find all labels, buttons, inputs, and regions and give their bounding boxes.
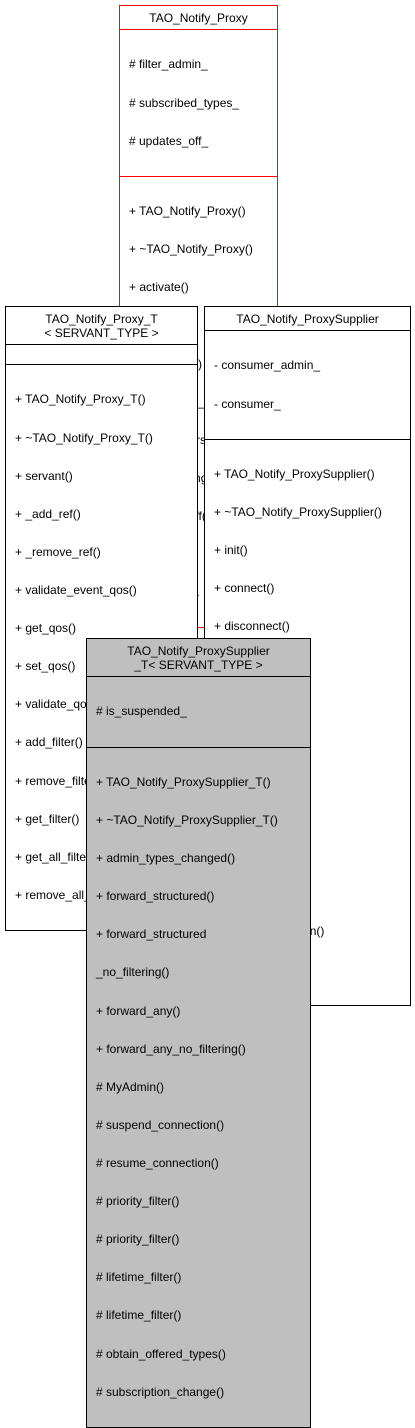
method: + admin_types_changed() (96, 851, 236, 866)
method: # lifetime_filter() (96, 1270, 182, 1285)
class-name: TAO_Notify_Proxy_T (45, 312, 158, 326)
method-continuation: _no_filtering() (96, 965, 170, 980)
method: + TAO_Notify_ProxySupplier() (214, 467, 375, 482)
method: # resume_connection() (96, 1156, 219, 1171)
class-name: TAO_Notify_ProxySupplier (236, 312, 379, 326)
method: + connect() (214, 581, 275, 596)
class-name: TAO_Notify_Proxy (149, 11, 248, 25)
attributes-section: # is_suspended_ (87, 677, 310, 748)
attribute: # updates_off_ (129, 133, 209, 148)
method: + ~TAO_Notify_ProxySupplier() (214, 505, 382, 520)
method: + forward_any() (96, 1003, 181, 1018)
method: + validate_qos() (15, 697, 101, 712)
method: + TAO_Notify_Proxy_T() (15, 392, 146, 407)
method: # lifetime_filter() (96, 1308, 182, 1323)
method: # priority_filter() (96, 1232, 180, 1247)
method: + add_filter() (15, 735, 83, 750)
method: + servant() (15, 468, 73, 483)
class-title: TAO_Notify_Proxy (120, 6, 277, 30)
method: + set_qos() (15, 659, 76, 674)
attribute: # filter_admin_ (129, 57, 208, 72)
method: # MyAdmin() (96, 1079, 165, 1094)
attribute: # is_suspended_ (96, 704, 187, 719)
method: + remove_filter() (15, 773, 103, 788)
methods-section: + TAO_Notify_Proxy_T() + ~TAO_Notify_Pro… (6, 365, 197, 930)
method: + disconnect() (214, 619, 290, 634)
method: # suspend_connection() (96, 1117, 225, 1132)
method: + TAO_Notify_ProxySupplier_T() (96, 774, 271, 789)
method: + forward_structured (96, 927, 207, 942)
attributes-section (6, 345, 197, 365)
method: # obtain_offered_types() (96, 1346, 226, 1361)
method: + forward_any_no_filtering() (96, 1041, 246, 1056)
method: + get_all_filters() (15, 849, 105, 864)
class-title: TAO_Notify_Proxy_T < SERVANT_TYPE > (6, 307, 197, 345)
attributes-section: # filter_admin_ # subscribed_types_ # up… (120, 30, 277, 177)
class-title: TAO_Notify_ProxySupplier (205, 307, 410, 331)
method: + init() (214, 543, 248, 558)
method: + ~TAO_Notify_Proxy() (129, 242, 253, 257)
attribute: # subscribed_types_ (129, 95, 240, 110)
method: + _add_ref() (15, 506, 81, 521)
class-template-param: < SERVANT_TYPE > (44, 326, 159, 340)
class-tao-notify-proxysupplier-t: TAO_Notify_ProxySupplier _T< SERVANT_TYP… (86, 638, 311, 1428)
method: + get_filter() (15, 811, 80, 826)
class-name: TAO_Notify_ProxySupplier (127, 644, 270, 658)
class-title: TAO_Notify_ProxySupplier _T< SERVANT_TYP… (87, 639, 310, 677)
method: + forward_structured() (96, 889, 215, 904)
method: + _remove_ref() (15, 544, 101, 559)
method: + ~TAO_Notify_Proxy_T() (15, 430, 153, 445)
method: + activate() (129, 280, 189, 295)
methods-section: + TAO_Notify_ProxySupplier_T() + ~TAO_No… (87, 748, 310, 1427)
method: + ~TAO_Notify_ProxySupplier_T() (96, 813, 278, 828)
method: # priority_filter() (96, 1194, 180, 1209)
attributes-section: - consumer_admin_ - consumer_ (205, 331, 410, 440)
method: + validate_event_qos() (15, 582, 137, 597)
method: # subscription_change() (96, 1384, 225, 1399)
method: + get_qos() (15, 621, 77, 636)
attribute: - consumer_admin_ (214, 358, 321, 373)
class-template-param: _T< SERVANT_TYPE > (134, 658, 263, 672)
attribute: - consumer_ (214, 396, 281, 411)
method: + TAO_Notify_Proxy() (129, 204, 246, 219)
